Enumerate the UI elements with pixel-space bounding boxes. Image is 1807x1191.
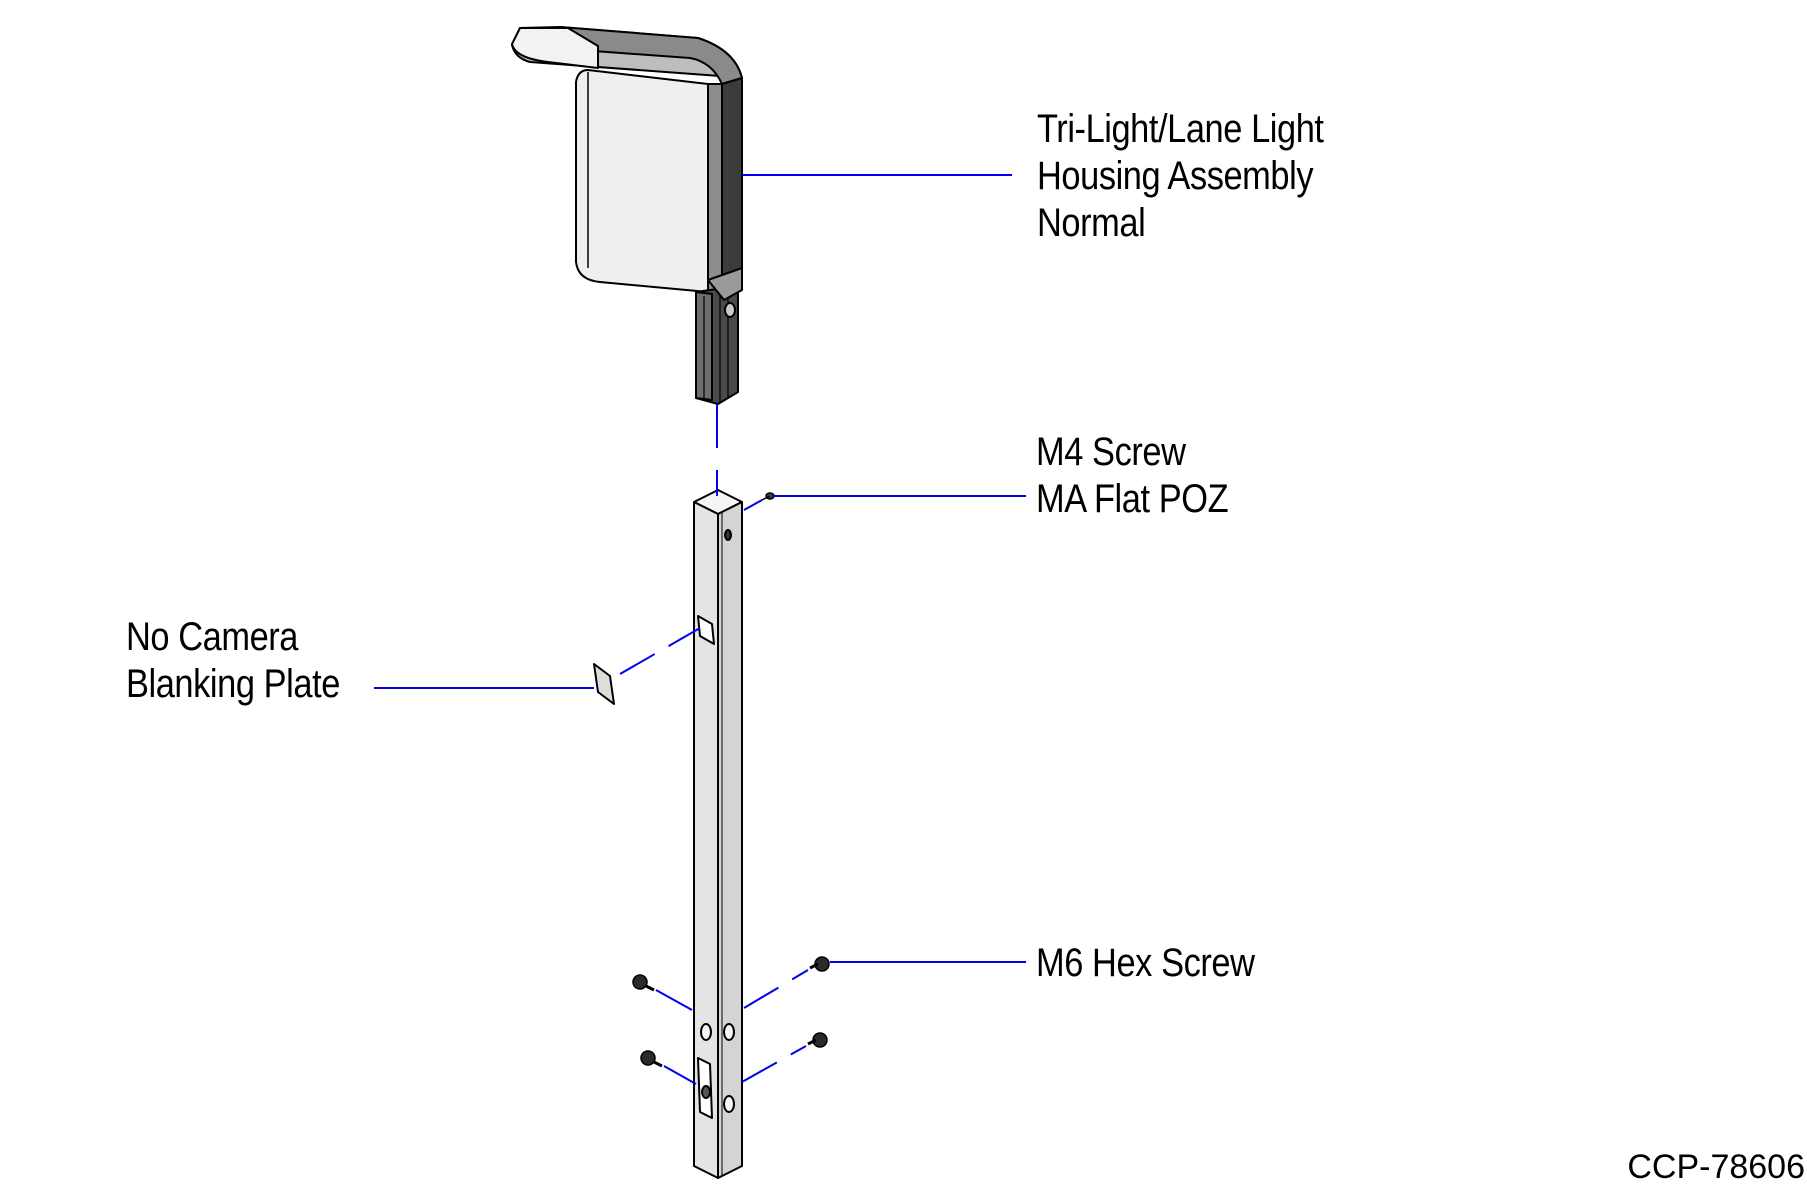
m4-screw-callout-line-2: MA Flat POZ [1036,477,1229,521]
blanking-plate-callout-line-1: No Camera [126,615,299,659]
m6-screw-callout: M6 Hex Screw [1036,940,1255,987]
m6-axis-upper-right [743,969,809,1009]
pole-side-face [717,501,743,1179]
housing-side-column [721,77,743,287]
m6-axis-upper-left [655,989,693,1011]
housing-side-mid [707,83,723,293]
blanking-plate [593,663,615,705]
pole-slot-bolt [701,1085,711,1099]
m6-screw-upper-right [809,956,830,972]
housing-nose [511,27,599,69]
m6-screw-callout-line-1: M6 Hex Screw [1036,941,1255,985]
blanking-plate-axis [619,627,701,675]
m6-screw-lower-left [640,1050,663,1068]
pole [693,489,743,1179]
blanking-plate-callout-line-2: Blanking Plate [126,662,340,706]
m4-screw-axis [743,499,763,511]
m6-axis-lower-right [741,1045,807,1083]
housing-stem-pin [724,302,736,318]
pole-hole-2 [723,1095,735,1113]
figure-id: CCP-78606 [1627,1148,1805,1186]
housing-callout-line-3: Normal [1037,201,1146,245]
pole-top-hole [724,529,732,541]
pole-hole-3 [700,1023,712,1041]
housing-callout: Tri-Light/Lane Light Housing Assembly No… [1037,106,1324,247]
housing-callout-line-2: Housing Assembly [1037,154,1314,198]
pole-hole-1 [723,1023,735,1041]
housing-stem-collar [707,267,743,301]
blanking-plate-callout: No Camera Blanking Plate [126,614,340,708]
housing-callout-line-1: Tri-Light/Lane Light [1037,107,1324,151]
m6-screw-upper-left [632,974,655,992]
m4-screw-callout: M4 Screw MA Flat POZ [1036,429,1229,523]
housing-face-panel [575,69,709,293]
leader-lines [374,174,1026,1085]
m6-axis-lower-left [663,1065,697,1085]
m4-screw-callout-line-1: M4 Screw [1036,430,1186,474]
m6-screw-lower-right [807,1032,828,1048]
tri-light-housing [511,26,743,405]
